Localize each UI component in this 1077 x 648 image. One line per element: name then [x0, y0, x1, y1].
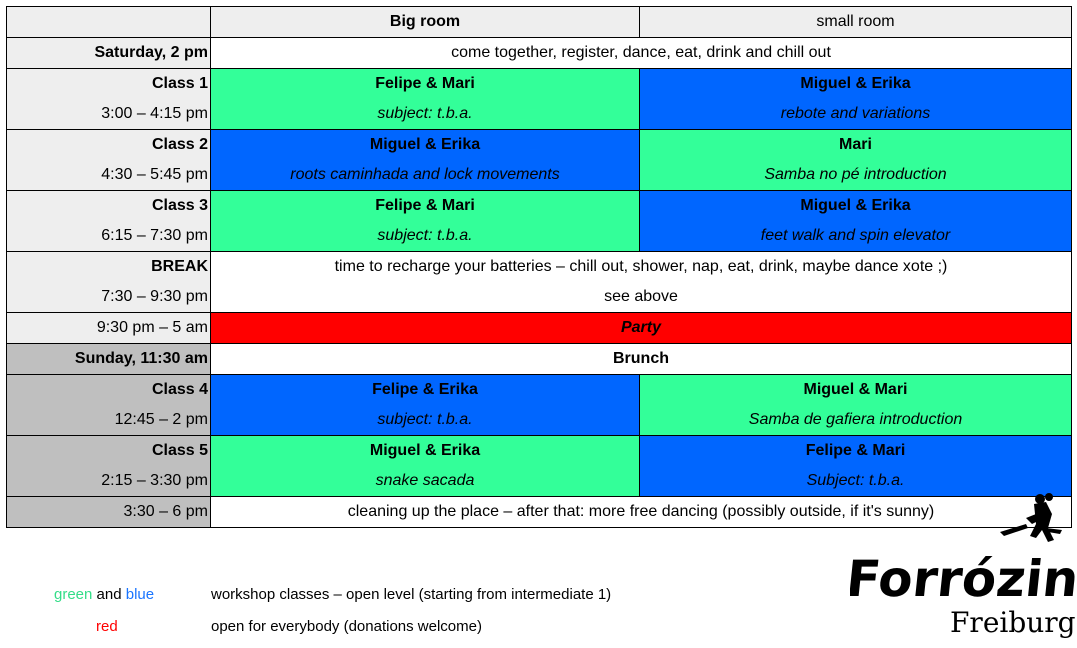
- class1-label: Class 1: [6, 68, 211, 99]
- class5-bottom-row: 2:15 – 3:30 pm snake sacada Subject: t.b…: [6, 466, 1072, 497]
- class1-top-row: Class 1 Felipe & Mari Miguel & Erika: [6, 68, 1072, 99]
- closing-time: 3:30 – 6 pm: [6, 496, 211, 528]
- legend-red-word: red: [96, 618, 118, 635]
- logo-name: Forrózin: [850, 549, 1075, 608]
- class3-small-who: Miguel & Erika: [639, 190, 1072, 221]
- class4-big-topic: subject: t.b.a.: [210, 405, 640, 436]
- sunday-text: Brunch: [210, 343, 1072, 375]
- class3-top-row: Class 3 Felipe & Mari Miguel & Erika: [6, 190, 1072, 221]
- class2-bottom-row: 4:30 – 5:45 pm roots caminhada and lock …: [6, 160, 1072, 191]
- legend-workshop-text: workshop classes – open level (starting …: [211, 586, 612, 603]
- break-top-row: BREAK time to recharge your batteries – …: [6, 251, 1072, 282]
- class2-top-row: Class 2 Miguel & Erika Mari: [6, 129, 1072, 160]
- header-corner: [6, 6, 211, 38]
- forrozin-logo: Forrózin Freiburg: [843, 488, 1077, 643]
- legend-green-word: green: [54, 586, 93, 603]
- break-time: 7:30 – 9:30 pm: [6, 282, 211, 313]
- legend-open-text: open for everybody (donations welcome): [211, 618, 482, 635]
- class3-bottom-row: 6:15 – 7:30 pm subject: t.b.a. feet walk…: [6, 221, 1072, 252]
- closing-text: cleaning up the place – after that: more…: [210, 496, 1072, 528]
- break-label: BREAK: [6, 251, 211, 282]
- class2-label: Class 2: [6, 129, 211, 160]
- legend-and-word: and: [96, 586, 122, 603]
- class3-small-topic: feet walk and spin elevator: [639, 221, 1072, 252]
- class4-label: Class 4: [6, 374, 211, 405]
- class1-big-topic: subject: t.b.a.: [210, 99, 640, 130]
- class2-time: 4:30 – 5:45 pm: [6, 160, 211, 191]
- class2-small-who: Mari: [639, 129, 1072, 160]
- party-time: 9:30 pm – 5 am: [6, 312, 211, 344]
- class1-small-topic: rebote and variations: [639, 99, 1072, 130]
- small-room-header: small room: [639, 6, 1072, 38]
- saturday-row: Saturday, 2 pm come together, register, …: [6, 37, 1072, 69]
- party-row: 9:30 pm – 5 am Party: [6, 312, 1072, 344]
- class1-small-who: Miguel & Erika: [639, 68, 1072, 99]
- class3-label: Class 3: [6, 190, 211, 221]
- class5-top-row: Class 5 Miguel & Erika Felipe & Mari: [6, 435, 1072, 466]
- class3-big-topic: subject: t.b.a.: [210, 221, 640, 252]
- class1-big-who: Felipe & Mari: [210, 68, 640, 99]
- class5-small-topic: Subject: t.b.a.: [639, 466, 1072, 497]
- sunday-label: Sunday, 11:30 am: [6, 343, 211, 375]
- legend-colors-workshop: green and blue: [54, 586, 154, 603]
- class5-label: Class 5: [6, 435, 211, 466]
- saturday-label: Saturday, 2 pm: [6, 37, 211, 69]
- class1-time: 3:00 – 4:15 pm: [6, 99, 211, 130]
- class2-big-who: Miguel & Erika: [210, 129, 640, 160]
- break-time-text: see above: [210, 282, 1072, 313]
- party-label: Party: [210, 312, 1072, 344]
- class5-big-who: Miguel & Erika: [210, 435, 640, 466]
- class4-small-who: Miguel & Mari: [639, 374, 1072, 405]
- class3-big-who: Felipe & Mari: [210, 190, 640, 221]
- break-bottom-row: 7:30 – 9:30 pm see above: [6, 282, 1072, 313]
- class4-bottom-row: 12:45 – 2 pm subject: t.b.a. Samba de ga…: [6, 405, 1072, 436]
- big-room-header: Big room: [210, 6, 640, 38]
- class4-small-topic: Samba de gafiera introduction: [639, 405, 1072, 436]
- class4-big-who: Felipe & Erika: [210, 374, 640, 405]
- closing-row: 3:30 – 6 pm cleaning up the place – afte…: [6, 496, 1072, 528]
- schedule-table: Big room small room Saturday, 2 pm come …: [6, 6, 1072, 528]
- saturday-text: come together, register, dance, eat, dri…: [210, 37, 1072, 69]
- legend-blue-word: blue: [125, 586, 155, 603]
- dancing-couple-icon: Forrózin Freiburg: [843, 493, 1077, 639]
- break-text: time to recharge your batteries – chill …: [210, 251, 1072, 282]
- sunday-row: Sunday, 11:30 am Brunch: [6, 343, 1072, 375]
- header-row: Big room small room: [6, 6, 1072, 38]
- class5-big-topic: snake sacada: [210, 466, 640, 497]
- logo-city: Freiburg: [950, 606, 1075, 639]
- class5-time: 2:15 – 3:30 pm: [6, 466, 211, 497]
- class4-time: 12:45 – 2 pm: [6, 405, 211, 436]
- class1-bottom-row: 3:00 – 4:15 pm subject: t.b.a. rebote an…: [6, 99, 1072, 130]
- class3-time: 6:15 – 7:30 pm: [6, 221, 211, 252]
- class2-small-topic: Samba no pé introduction: [639, 160, 1072, 191]
- class2-big-topic: roots caminhada and lock movements: [210, 160, 640, 191]
- class5-small-who: Felipe & Mari: [639, 435, 1072, 466]
- class4-top-row: Class 4 Felipe & Erika Miguel & Mari: [6, 374, 1072, 405]
